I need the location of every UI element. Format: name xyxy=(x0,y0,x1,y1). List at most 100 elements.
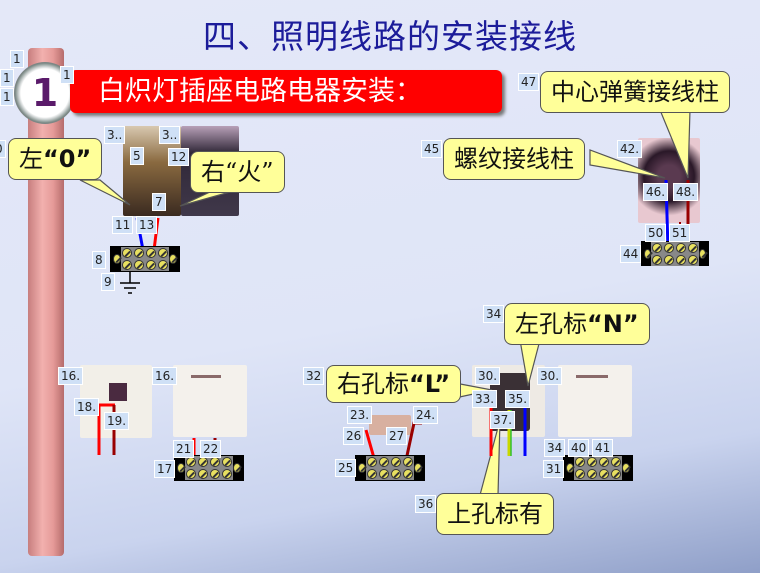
screw-icon xyxy=(611,457,621,467)
callout-right-live: 右“火” xyxy=(190,151,285,193)
screw-icon xyxy=(169,254,177,264)
terminal-cell xyxy=(209,456,221,480)
callout-text: 左 xyxy=(19,145,43,173)
tag: 35. xyxy=(505,390,531,408)
screw-icon xyxy=(587,469,597,479)
tag: 26 xyxy=(343,427,365,445)
terminal-cell xyxy=(390,456,402,480)
tag: 1 xyxy=(60,66,74,84)
screw-icon xyxy=(177,463,185,473)
tag: 7 xyxy=(152,193,166,211)
decorative-pole xyxy=(28,48,64,556)
callout-thread-terminal: 螺纹接线柱 xyxy=(443,138,585,180)
terminal-block xyxy=(110,246,180,272)
tag: 16. xyxy=(58,367,84,385)
terminal-cell xyxy=(378,456,390,480)
tag: 41 xyxy=(592,439,614,457)
screw-icon xyxy=(652,242,662,253)
three-pin-socket-front-photo xyxy=(558,365,632,437)
screw-icon xyxy=(403,469,413,479)
callout-quote: “N” xyxy=(587,310,639,338)
terminal-block xyxy=(563,455,633,481)
screw-icon xyxy=(652,254,662,265)
socket-front-photo xyxy=(173,365,247,437)
terminal-block xyxy=(355,455,425,481)
tag: 48. xyxy=(673,183,699,201)
screw-icon xyxy=(575,469,585,479)
terminal-cell xyxy=(574,456,586,480)
screw-icon xyxy=(403,457,413,467)
live-wire xyxy=(152,217,160,251)
tag: 32 xyxy=(303,367,325,385)
tag: 25 xyxy=(335,459,357,477)
callout-right-hole-l: 右孔标“L” xyxy=(326,365,462,403)
tag: 9 xyxy=(101,273,115,291)
terminal-cell xyxy=(157,247,169,271)
terminal-block xyxy=(174,455,244,481)
step-number-badge: 1 xyxy=(14,62,76,124)
screw-icon xyxy=(644,248,651,259)
tag: 13 xyxy=(136,216,158,234)
screw-icon xyxy=(367,469,377,479)
screw-icon xyxy=(210,457,220,467)
screw-icon xyxy=(599,457,609,467)
callout-left-hole-n: 左孔标“N” xyxy=(504,303,650,345)
terminal-cell xyxy=(586,456,598,480)
tag: 30. xyxy=(475,367,501,385)
screw-icon xyxy=(391,457,401,467)
terminal-cell xyxy=(651,241,663,266)
screw-icon xyxy=(233,463,241,473)
callout-quote: “L” xyxy=(409,370,451,398)
tag: 5 xyxy=(130,147,144,165)
tag: 42. xyxy=(617,140,643,158)
screw-icon xyxy=(198,457,208,467)
screw-icon xyxy=(676,242,686,253)
screw-icon xyxy=(122,248,132,258)
screw-icon xyxy=(566,463,574,473)
terminal-cell xyxy=(402,456,414,480)
tag: 44 xyxy=(620,245,642,263)
tag: 36 xyxy=(415,495,437,513)
screw-icon xyxy=(158,248,168,258)
tag: 34 xyxy=(544,439,566,457)
screw-icon xyxy=(210,469,220,479)
terminal-cell xyxy=(133,247,145,271)
tag: 16. xyxy=(152,367,178,385)
terminal-cell xyxy=(145,247,157,271)
tag: 17 xyxy=(154,460,176,478)
screw-icon xyxy=(113,254,121,264)
tag: 40 xyxy=(568,439,590,457)
tag: 27 xyxy=(386,427,408,445)
screw-icon xyxy=(358,463,366,473)
terminal-cell xyxy=(598,456,610,480)
tag: 12 xyxy=(168,148,190,166)
screw-icon xyxy=(146,260,156,270)
screw-icon xyxy=(158,260,168,270)
tag: 50 xyxy=(645,224,667,242)
screw-icon xyxy=(391,469,401,479)
slide-title: 四、照明线路的安装接线 xyxy=(203,17,577,56)
screw-icon xyxy=(676,254,686,265)
lamp-holder-photo xyxy=(638,138,700,223)
screw-icon xyxy=(186,469,196,479)
tag: 22 xyxy=(200,440,222,458)
callout-quote: “0” xyxy=(43,145,92,173)
screw-icon xyxy=(122,260,132,270)
tag: 45 xyxy=(421,140,443,158)
screw-icon xyxy=(379,469,389,479)
screw-icon xyxy=(146,248,156,258)
screw-icon xyxy=(379,457,389,467)
tag: 8 xyxy=(92,251,106,269)
screw-icon xyxy=(699,248,706,259)
screw-icon xyxy=(688,254,698,265)
terminal-cell xyxy=(121,247,133,271)
callout-text: 右孔标 xyxy=(337,370,409,398)
screw-icon xyxy=(134,260,144,270)
tag: 51 xyxy=(669,224,691,242)
tag: 33. xyxy=(472,390,498,408)
tag: 18. xyxy=(74,398,100,416)
screw-icon xyxy=(587,457,597,467)
tag: 1 xyxy=(10,50,24,68)
tag: 37. xyxy=(490,411,516,429)
terminal-cell xyxy=(687,241,699,266)
